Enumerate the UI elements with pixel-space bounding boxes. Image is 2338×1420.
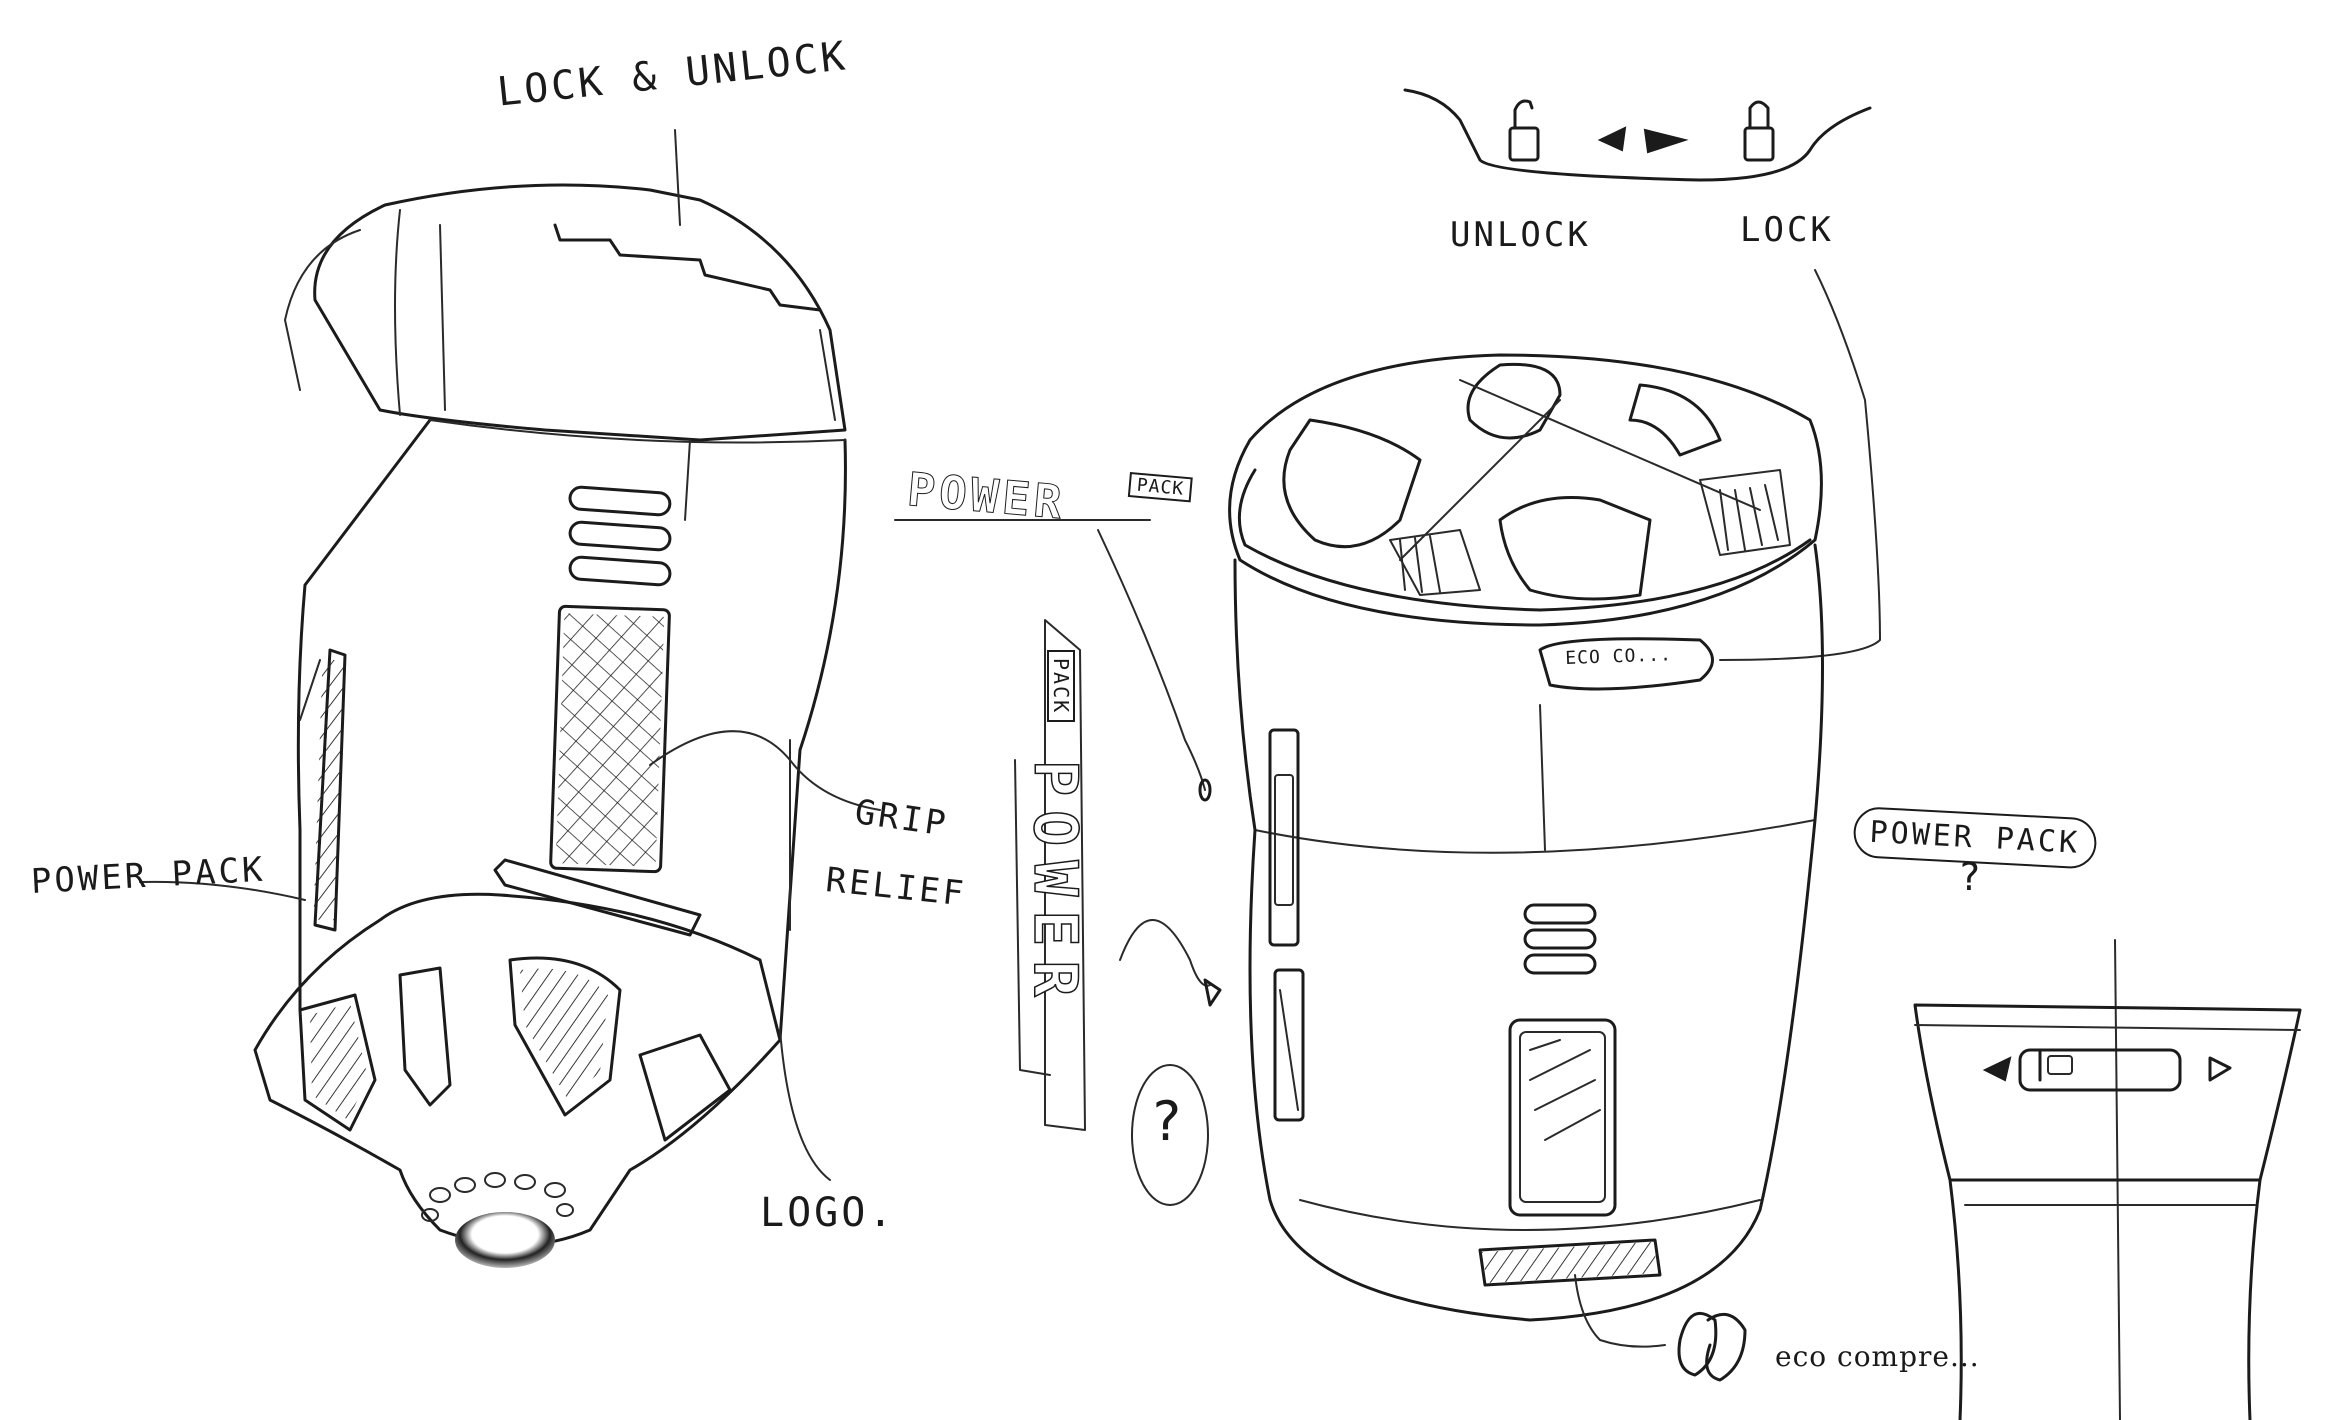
unlock-label: UNLOCK <box>1450 215 1591 255</box>
center-vent-slots <box>1523 903 1597 975</box>
side-view-sketch <box>1913 939 2302 1420</box>
eco-compress-label: eco compre... <box>1775 1340 1980 1373</box>
pack-vertical-tag: PACK <box>1047 650 1075 723</box>
power-wordmark-sketch <box>894 519 1222 1206</box>
closed-padlock-icon <box>1743 100 1775 162</box>
arrow-right-icon <box>1643 128 1689 154</box>
left-vent-slots <box>568 485 672 587</box>
open-padlock-icon <box>1508 99 1540 162</box>
left-button-ring <box>421 1172 574 1222</box>
eco-small-label: ECO CO... <box>1565 644 1673 669</box>
lens-light <box>455 1212 555 1268</box>
arrow-left-icon <box>1597 126 1627 152</box>
eco-logo-icon <box>1677 1311 1747 1382</box>
lid-ribs <box>1399 484 1779 593</box>
center-device-sketch <box>1228 353 1824 1348</box>
lock-switch-detail <box>1403 88 1881 661</box>
question-mark-center: ? <box>1150 1090 1186 1153</box>
logo-label: LOGO. <box>760 1190 896 1236</box>
lock-label: LOCK <box>1740 210 1834 250</box>
question-mark-right: ? <box>1958 855 1984 899</box>
left-device-sketch <box>139 129 881 1268</box>
power-vertical-wordmark: POWER <box>1019 759 1091 1011</box>
